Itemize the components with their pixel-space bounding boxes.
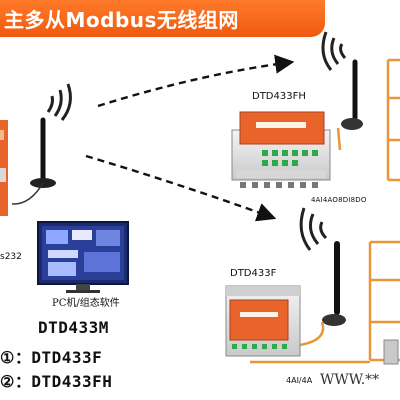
slave-f-model: 4AI/4A	[286, 376, 313, 385]
banner-title: 主多从Modbus无线组网	[4, 8, 239, 32]
antenna-icon	[322, 241, 346, 326]
slave-f-device	[225, 285, 301, 357]
signal-waves-icon	[299, 207, 328, 251]
rs232-label: s232	[0, 252, 22, 262]
master-device	[0, 120, 8, 216]
title-banner	[0, 0, 325, 37]
dashed-arrow-icon	[85, 154, 277, 222]
legend-slave2-prefix: ②：	[0, 372, 32, 391]
pc-monitor	[37, 221, 129, 293]
slave-fh-device	[231, 111, 331, 188]
antenna-icon	[341, 59, 363, 130]
antenna-icon	[11, 117, 56, 205]
output-wires	[250, 240, 400, 364]
dashed-arrow-icon	[97, 54, 295, 108]
legend-slave1-name: DTD433F	[31, 348, 103, 367]
slave-f-name: DTD433F	[230, 268, 277, 279]
legend-slave1-prefix: ①：	[0, 348, 32, 367]
watermark: WWW.**	[320, 372, 380, 388]
signal-waves-icon	[46, 83, 72, 121]
legend-master: DTD433M	[38, 318, 109, 337]
pc-label: PC机/组态软件	[52, 298, 120, 309]
slave-fh-name: DTD433FH	[252, 91, 306, 102]
output-wires	[336, 58, 400, 182]
output-component	[383, 339, 399, 365]
legend-slave1: ①：DTD433F	[0, 344, 102, 368]
legend-slave2: ②：DTD433FH	[0, 368, 112, 392]
legend-slave2-name: DTD433FH	[31, 372, 113, 391]
signal-waves-icon	[321, 31, 347, 71]
slave-fh-model: 4AI4AO8DI8DO	[311, 196, 367, 204]
